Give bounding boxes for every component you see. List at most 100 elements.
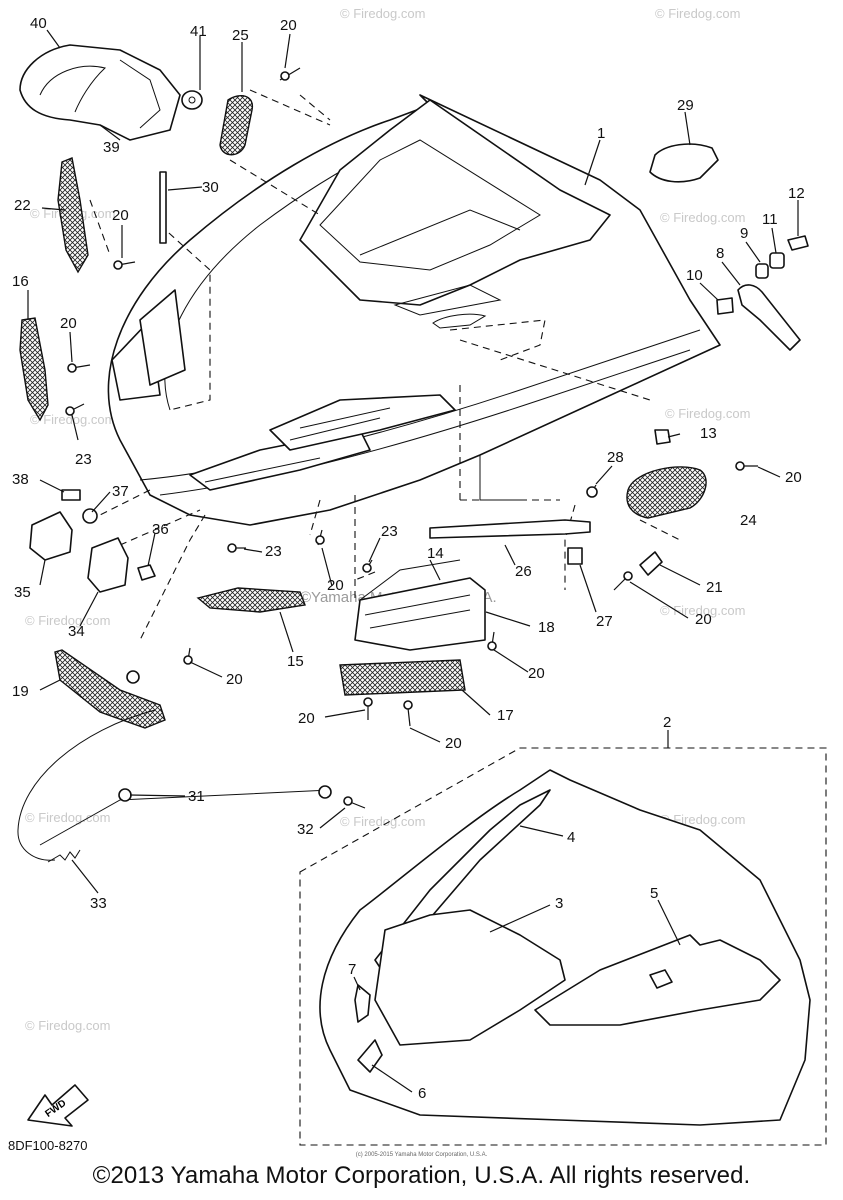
- watermark: © Firedog.com: [340, 814, 425, 829]
- callout-20: 20: [695, 611, 712, 628]
- hood-assembly: [107, 94, 721, 526]
- copyright-notice: ©2013 Yamaha Motor Corporation, U.S.A. A…: [92, 1162, 751, 1189]
- bracket-6: [357, 1039, 383, 1073]
- mesh-19: [54, 649, 166, 729]
- panel-18: [354, 577, 486, 651]
- callout-leaders: [27, 29, 799, 1093]
- cable-assembly: [17, 709, 366, 863]
- lower-cowl-box: [299, 730, 827, 1146]
- callout-29: 29: [677, 97, 694, 114]
- bolt-37: [82, 508, 98, 524]
- callout-27: 27: [596, 613, 613, 630]
- bracket-34: [87, 537, 129, 593]
- callout-12: 12: [788, 185, 805, 202]
- watermark: © Firedog.com: [25, 613, 110, 628]
- callout-40: 40: [30, 15, 47, 32]
- callout-9: 9: [740, 225, 748, 242]
- callout-5: 5: [650, 885, 658, 902]
- panel-17: [339, 659, 466, 696]
- hood-vent-upper: [139, 289, 186, 386]
- callout-25: 25: [232, 27, 249, 44]
- watermark: © Firedog.com: [25, 1018, 110, 1033]
- callout-20: 20: [112, 207, 129, 224]
- fastener-layer: [65, 67, 758, 727]
- callout-31: 31: [188, 788, 205, 805]
- bracket-16: [19, 317, 49, 422]
- callout-10: 10: [686, 267, 703, 284]
- callout-2: 2: [663, 714, 671, 731]
- watermark: © Firedog.com: [25, 810, 110, 825]
- clip-21: [639, 551, 663, 576]
- callout-1: 1: [597, 125, 605, 142]
- bolt-38: [61, 489, 81, 501]
- handguard-part: [19, 44, 203, 141]
- callout-13: 13: [700, 425, 717, 442]
- dashed-leaders: [89, 89, 681, 641]
- callout-34: 34: [68, 623, 85, 640]
- panel-group: [339, 559, 486, 696]
- watermark: © Firedog.com: [665, 406, 750, 421]
- decal-29: [649, 143, 719, 183]
- callout-20: 20: [298, 710, 315, 727]
- callout-20: 20: [280, 17, 297, 34]
- callout-38: 38: [12, 471, 29, 488]
- callout-23: 23: [75, 451, 92, 468]
- hood-vent-lower: [189, 429, 371, 491]
- callout-39: 39: [103, 139, 120, 156]
- rail-26: [429, 519, 591, 539]
- bracket-7: [354, 984, 371, 1023]
- small-print: (c) 2005-2015 Yamaha Motor Corporation, …: [355, 1152, 488, 1158]
- fwd-arrow: FWD: [27, 1084, 89, 1127]
- callout-labels: 40 41 25 20 29 1 39 30 22 20 12 11 9 8 1…: [12, 15, 805, 1102]
- callout-22: 22: [14, 197, 31, 214]
- callout-20: 20: [445, 735, 462, 752]
- callout-23: 23: [381, 523, 398, 540]
- reflector-25: [219, 94, 254, 156]
- watermark: © Firedog.com: [655, 6, 740, 21]
- callout-8: 8: [716, 245, 724, 262]
- callout-24: 24: [740, 512, 757, 529]
- callout-33: 33: [90, 895, 107, 912]
- callout-37: 37: [112, 483, 129, 500]
- grommet-41: [181, 90, 203, 110]
- callout-23: 23: [265, 543, 282, 560]
- clip-27: [567, 547, 583, 565]
- callout-36: 36: [152, 521, 169, 538]
- callout-32: 32: [297, 821, 314, 838]
- callout-20: 20: [327, 577, 344, 594]
- callout-11: 11: [762, 211, 778, 228]
- latch-arm-8: [737, 284, 801, 351]
- callout-20: 20: [226, 671, 243, 688]
- callout-30: 30: [202, 179, 219, 196]
- callout-17: 17: [497, 707, 514, 724]
- callout-19: 19: [12, 683, 29, 700]
- callout-28: 28: [607, 449, 624, 466]
- reflector-24: [626, 466, 707, 519]
- callout-18: 18: [538, 619, 555, 636]
- mesh-15: [196, 587, 306, 613]
- callout-41: 41: [190, 23, 207, 40]
- callout-26: 26: [515, 563, 532, 580]
- mesh-panel-22: [57, 157, 89, 274]
- handguard-body: [19, 44, 181, 141]
- diagram-code: 8DF100-8270: [8, 1138, 88, 1153]
- latch-group: [654, 235, 809, 445]
- nut-36: [137, 564, 156, 581]
- callout-4: 4: [567, 829, 575, 846]
- callout-3: 3: [555, 895, 563, 912]
- callout-20: 20: [60, 315, 77, 332]
- callout-21: 21: [706, 579, 723, 596]
- callout-20: 20: [528, 665, 545, 682]
- callout-14: 14: [427, 545, 444, 562]
- callout-7: 7: [348, 961, 356, 978]
- watermark: © Firedog.com: [660, 210, 745, 225]
- callout-15: 15: [287, 653, 304, 670]
- strap-30: [159, 171, 167, 244]
- bracket-35: [29, 511, 73, 561]
- liner-3: [374, 909, 566, 1046]
- callout-35: 35: [14, 584, 31, 601]
- hood-top-frame: [299, 99, 611, 306]
- callout-16: 16: [12, 273, 29, 290]
- callout-6: 6: [418, 1085, 426, 1102]
